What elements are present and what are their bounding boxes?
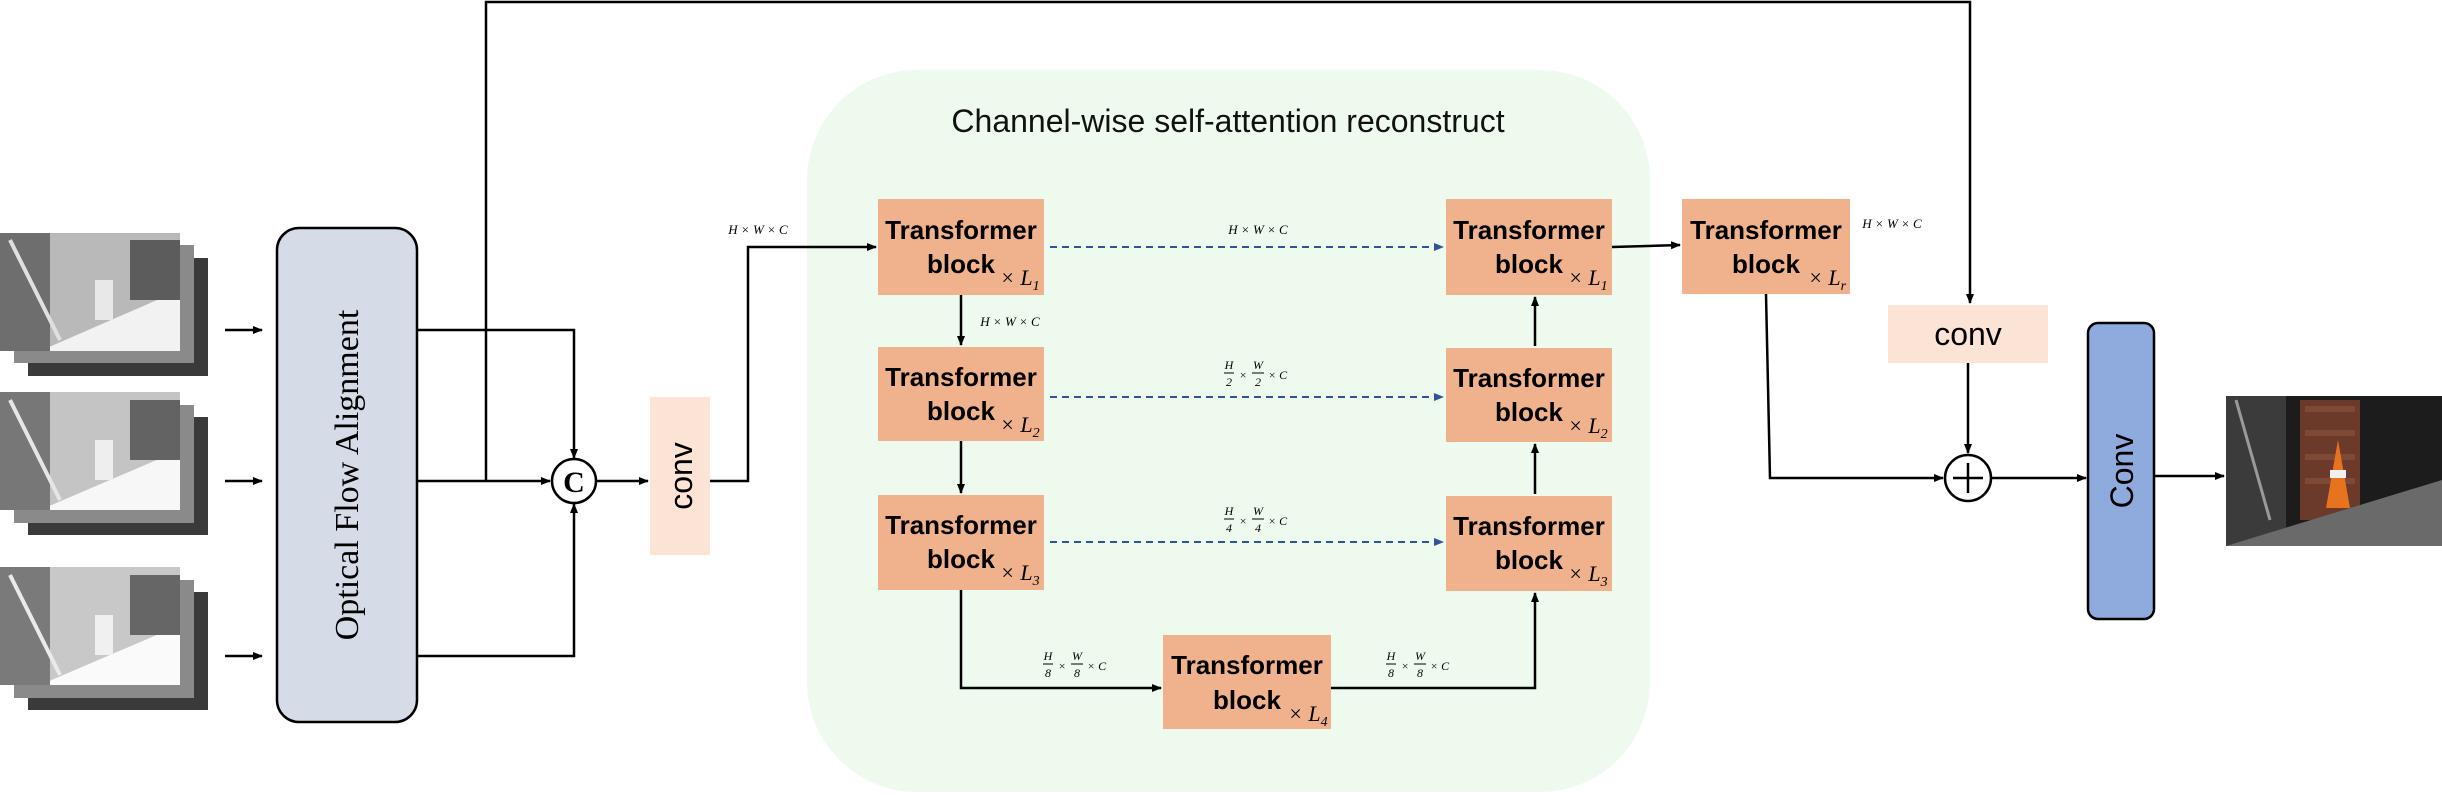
dim-label-refinement: H × W × C: [1861, 216, 1922, 231]
svg-text:×: ×: [1239, 514, 1247, 528]
final-conv-label: Conv: [2104, 434, 2140, 509]
decoder-block-1: Transformer block × L1: [1446, 199, 1612, 295]
encoder-block-1: Transformer block × L1: [878, 199, 1044, 295]
bottleneck-block: Transformer block × L4: [1163, 635, 1331, 730]
svg-text:× C: × C: [1430, 659, 1450, 673]
svg-text:2: 2: [1255, 375, 1261, 389]
optical-flow-alignment-label: Optical Flow Alignment: [329, 309, 366, 640]
svg-text:block: block: [1495, 545, 1563, 575]
svg-text:H: H: [1224, 504, 1235, 518]
input-frame-stack-2: [0, 392, 208, 535]
svg-text:W: W: [1253, 504, 1264, 518]
bottleneck-to-dec3-arrow: [1331, 592, 1539, 690]
conv-block-residual: [1888, 305, 2048, 363]
enc3-to-bottleneck-arrow: [959, 590, 1162, 692]
svg-text:× L3: × L3: [1000, 560, 1040, 589]
optical-flow-alignment-block: [275, 226, 419, 724]
input-frame-stack-1: [0, 233, 208, 376]
svg-text:× C: × C: [1087, 659, 1107, 673]
conv-block-input: [650, 397, 710, 555]
ofa-to-concat-top: [417, 328, 578, 459]
svg-text:block: block: [927, 396, 995, 426]
svg-text:2: 2: [1226, 375, 1232, 389]
svg-text:block: block: [1213, 685, 1281, 715]
svg-text:W: W: [1415, 649, 1426, 663]
attention-title: Channel-wise self-attention reconstruct: [951, 103, 1504, 139]
svg-text:× L3: × L3: [1568, 561, 1608, 590]
svg-text:× Lr: × Lr: [1808, 265, 1847, 294]
svg-text:Transformer: Transformer: [885, 215, 1037, 245]
svg-text:× L1: × L1: [1000, 265, 1040, 294]
svg-text:4: 4: [1255, 521, 1261, 535]
global-skip-connection: [484, 0, 1974, 481]
svg-text:block: block: [1495, 397, 1563, 427]
svg-text:block: block: [927, 544, 995, 574]
svg-text:Transformer: Transformer: [1453, 511, 1605, 541]
svg-text:Transformer: Transformer: [1453, 363, 1605, 393]
conv-residual-label: conv: [1934, 316, 2002, 352]
add-node: [1943, 453, 1993, 503]
svg-text:Transformer: Transformer: [1690, 215, 1842, 245]
svg-text:8: 8: [1417, 666, 1423, 680]
svg-text:H: H: [1043, 649, 1054, 663]
svg-text:8: 8: [1045, 666, 1051, 680]
dim-label-enc1: H × W × C: [979, 314, 1040, 329]
svg-text:Transformer: Transformer: [885, 362, 1037, 392]
svg-text:block: block: [1732, 249, 1800, 279]
svg-text:× C: × C: [1268, 514, 1288, 528]
dim-label-skip2: H 2 × W 2 × C: [1224, 358, 1288, 389]
svg-text:Transformer: Transformer: [1453, 215, 1605, 245]
dec1-to-refinement-arrow: [1611, 241, 1681, 250]
refinement-block: Transformer block × Lr: [1682, 199, 1850, 294]
svg-text:Transformer: Transformer: [1171, 650, 1323, 680]
svg-text:×: ×: [1058, 659, 1066, 673]
decoder-block-2: Transformer block × L2: [1446, 348, 1612, 442]
svg-text:W: W: [1253, 358, 1264, 372]
svg-text:× L2: × L2: [1000, 412, 1040, 441]
dim-label-up8: H 8 × W 8 × C: [1386, 649, 1450, 680]
svg-text:×: ×: [1239, 368, 1247, 382]
refinement-to-add-arrow: [1764, 293, 1944, 482]
svg-text:8: 8: [1388, 666, 1394, 680]
svg-text:× C: × C: [1268, 368, 1288, 382]
svg-text:8: 8: [1074, 666, 1080, 680]
svg-text:×: ×: [1401, 659, 1409, 673]
concat-symbol: C: [563, 466, 585, 499]
output-image: [2226, 396, 2442, 546]
svg-text:× L1: × L1: [1568, 265, 1608, 294]
input-frame-stack-3: [0, 567, 208, 710]
svg-text:block: block: [927, 249, 995, 279]
conv-to-encoder1-arrow: [710, 243, 877, 483]
svg-text:H: H: [1224, 358, 1235, 372]
dim-label-skip3: H 4 × W 4 × C: [1224, 504, 1288, 535]
encoder-block-2: Transformer block × L2: [878, 347, 1044, 441]
encoder-block-3: Transformer block × L3: [878, 495, 1044, 590]
dim-label-input: H × W × C: [727, 222, 788, 237]
svg-text:× L4: × L4: [1288, 701, 1328, 730]
svg-text:H: H: [1386, 649, 1397, 663]
svg-text:× L2: × L2: [1568, 413, 1608, 442]
final-conv-block: [2086, 321, 2156, 621]
svg-text:block: block: [1495, 249, 1563, 279]
svg-text:Transformer: Transformer: [885, 510, 1037, 540]
decoder-block-3: Transformer block × L3: [1446, 496, 1612, 591]
ofa-to-concat-bottom: [417, 503, 578, 658]
conv-input-label: conv: [663, 442, 699, 510]
dim-label-skip1: H × W × C: [1227, 222, 1288, 237]
svg-text:W: W: [1072, 649, 1083, 663]
svg-text:4: 4: [1226, 521, 1232, 535]
dim-label-down8: H 8 × W 8 × C: [1043, 649, 1107, 680]
